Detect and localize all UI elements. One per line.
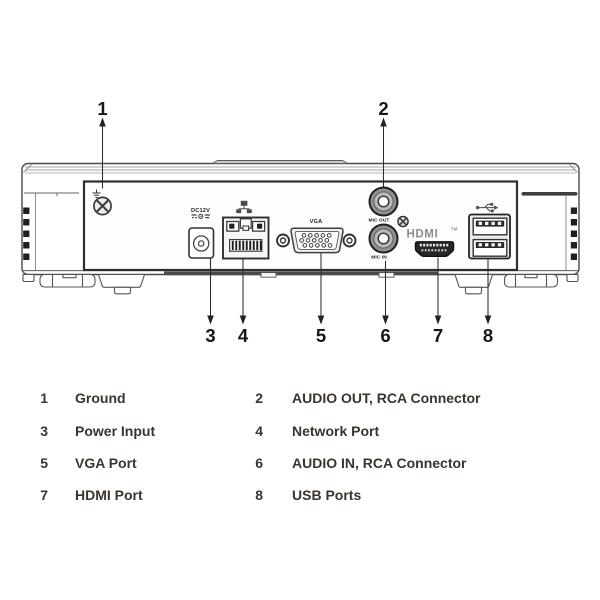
callout-1: 1 — [97, 98, 108, 189]
legend-row: 1 Ground 2 AUDIO OUT, RCA Connector — [32, 382, 592, 414]
legend-label: VGA Port — [75, 454, 137, 471]
legend-number: 7 — [40, 487, 48, 504]
hdmi-port: HDMI TM — [407, 227, 458, 258]
arrow-down-icon — [207, 315, 214, 325]
callout-number: 5 — [316, 325, 326, 346]
right-vents — [570, 207, 577, 260]
ground-screw — [93, 196, 112, 216]
legend-number: 3 — [40, 422, 48, 439]
arrow-up-icon — [380, 117, 387, 127]
mic-in-label: MIC IN — [371, 255, 387, 261]
arrow-down-icon — [239, 315, 247, 325]
callout-number: 7 — [433, 325, 443, 346]
panel-screw — [397, 215, 409, 228]
callout-number: 4 — [238, 325, 249, 346]
power-input-port: DC12V — [188, 208, 215, 259]
top-panel-bump — [211, 160, 349, 164]
network-icon — [236, 200, 252, 214]
mic-out-label: MIC OUT — [369, 218, 390, 224]
audio-out-rca: MIC OUT — [368, 186, 399, 224]
callout-number: 6 — [380, 325, 390, 346]
callout-3: 3 — [205, 258, 216, 346]
dc12v-label: DC12V — [191, 208, 210, 214]
callout-number: 8 — [483, 325, 493, 346]
legend-row: 3 Power Input 4 Network Port — [32, 414, 592, 446]
callout-2: 2 — [378, 98, 389, 187]
legend-label: AUDIO IN, RCA Connector — [292, 454, 467, 471]
legend-number: 6 — [255, 454, 263, 471]
callout-8: 8 — [483, 258, 493, 346]
callout-4: 4 — [238, 258, 249, 346]
vga-port: VGA — [276, 219, 357, 254]
legend-table: 1 Ground 2 AUDIO OUT, RCA Connector 3 Po… — [32, 382, 592, 512]
callout-number: 1 — [97, 98, 107, 119]
legend-number: 2 — [255, 390, 263, 407]
legend-label: Network Port — [292, 422, 380, 439]
callout-number: 3 — [205, 325, 215, 346]
ground-icon — [92, 189, 101, 198]
legend-label: Ground — [75, 390, 126, 407]
legend-row: 7 HDMI Port 8 USB Ports — [32, 479, 592, 511]
legend-label: AUDIO OUT, RCA Connector — [292, 390, 481, 407]
legend-number: 4 — [255, 422, 263, 439]
legend-number: 1 — [40, 390, 48, 407]
hdmi-tm-mark: TM — [451, 227, 458, 232]
dc-polarity-icon — [191, 213, 210, 219]
audio-in-rca: MIC IN — [368, 223, 399, 261]
arrow-down-icon — [434, 315, 442, 325]
usb-ports — [468, 202, 511, 260]
device-rear-panel-diagram: DC12V — [21, 98, 580, 346]
vga-label: VGA — [310, 219, 323, 225]
callout-5: 5 — [316, 253, 326, 346]
legend-number: 8 — [255, 487, 263, 504]
legend-label: USB Ports — [292, 487, 362, 504]
arrow-up-icon — [99, 117, 106, 127]
callout-number: 2 — [378, 98, 388, 119]
callout-7: 7 — [433, 257, 443, 346]
callout-6: 6 — [380, 261, 391, 346]
vga-pin-holes — [299, 233, 333, 248]
legend-row: 5 VGA Port 6 AUDIO IN, RCA Connector — [32, 447, 592, 479]
feet — [22, 273, 579, 295]
arrow-down-icon — [317, 315, 325, 325]
legend-label: HDMI Port — [75, 487, 143, 504]
right-handle-slot — [521, 192, 578, 196]
hdmi-logo: HDMI — [407, 229, 439, 241]
arrow-down-icon — [484, 315, 492, 325]
usb-icon — [475, 202, 499, 213]
legend-label: Power Input — [75, 422, 156, 439]
legend-number: 5 — [40, 454, 48, 471]
network-port — [222, 200, 270, 260]
arrow-down-icon — [382, 315, 389, 325]
left-vents — [23, 207, 30, 260]
bottom-recess-strip — [164, 271, 438, 276]
